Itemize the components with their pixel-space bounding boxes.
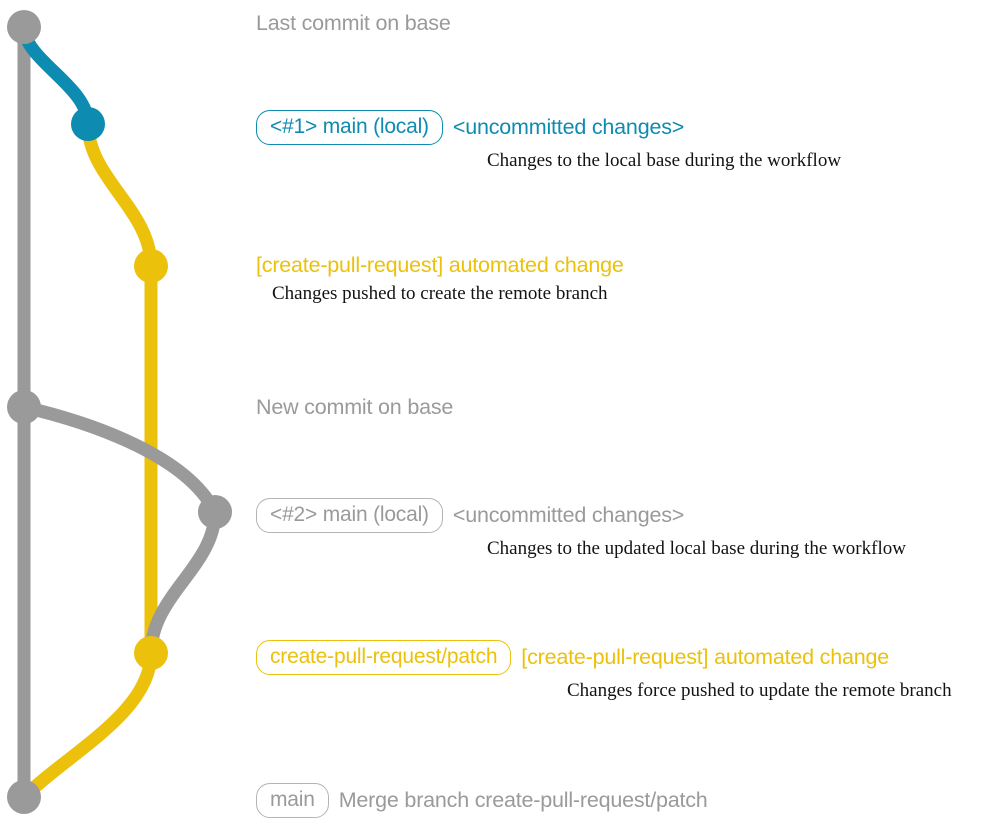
commit-title: <uncommitted changes> [452,503,685,528]
entry-headline: create-pull-request/patch [create-pull-r… [256,640,952,676]
edge-local1-to-patch1 [81,117,158,273]
commit-description: Changes to the updated local base during… [487,538,906,560]
entry-automated-change-1: [create-pull-request] automated change C… [256,253,624,305]
commit-title: Merge branch create-pull-request/patch [338,788,708,813]
entry-headline: New commit on base [256,395,453,420]
node-patch-1 [134,249,168,283]
entry-new-commit-on-base: New commit on base [256,395,453,420]
commit-title: [create-pull-request] automated change [256,253,624,277]
edge-base-to-local1 [17,20,95,131]
entry-headline: main Merge branch create-pull-request/pa… [256,783,708,819]
branch-pill-main-local-1[interactable]: <#1> main (local) [256,110,443,146]
commit-title: New commit on base [256,395,454,419]
entry-last-commit-on-base: Last commit on base [256,11,451,36]
graph-nodes [7,10,232,814]
branch-pill-create-pull-request-patch[interactable]: create-pull-request/patch [256,640,512,676]
entry-headline: <#2> main (local) <uncommitted changes> [256,498,906,534]
entry-headline: [create-pull-request] automated change [256,253,624,278]
edge-local2-to-patch2 [144,505,222,660]
commit-description: Changes to the local base during the wor… [487,150,842,172]
edge-patch2-to-merge [17,646,158,804]
graph-edges [17,20,222,804]
entry-headline: Last commit on base [256,11,451,36]
edge-basenew-to-local2 [17,400,222,519]
entry-automated-change-2: create-pull-request/patch [create-pull-r… [256,640,952,702]
entry-local-uncommitted-1: <#1> main (local) <uncommitted changes> … [256,110,841,172]
commit-description: Changes force pushed to update the remot… [567,680,952,702]
branch-pill-main[interactable]: main [256,783,329,819]
entry-merge-commit: main Merge branch create-pull-request/pa… [256,783,708,819]
node-merge [7,780,41,814]
node-local-2 [198,495,232,529]
node-base-head [7,10,41,44]
entry-headline: <#1> main (local) <uncommitted changes> [256,110,841,146]
commit-title: Last commit on base [256,11,451,35]
entry-local-uncommitted-2: <#2> main (local) <uncommitted changes> … [256,498,906,560]
node-local-1 [71,107,105,141]
commit-description: Changes pushed to create the remote bran… [272,283,608,304]
commit-title: <uncommitted changes> [452,115,685,140]
node-patch-2 [134,636,168,670]
commit-title: [create-pull-request] automated change [521,645,889,670]
branch-pill-main-local-2[interactable]: <#2> main (local) [256,498,443,534]
node-base-new [7,390,41,424]
